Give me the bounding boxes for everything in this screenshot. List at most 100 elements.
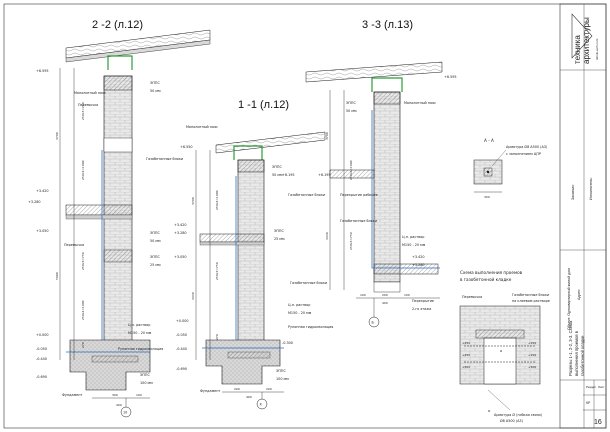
svg-text:А - А: А - А [484, 138, 494, 143]
svg-text:3430: 3430 [191, 292, 195, 300]
svg-text:+3.280: +3.280 [28, 200, 41, 204]
svg-text:Объект: Одноквартирный жилой д: Объект: Одноквартирный жилой дом [567, 268, 571, 330]
svg-text:+6.195: +6.195 [318, 173, 331, 177]
svg-text:ЭППС: ЭППС [276, 369, 286, 373]
svg-text:300: 300 [112, 393, 118, 397]
svg-text:Разрезы 1-1, 2-2, 3-3. Схема: Разрезы 1-1, 2-2, 3-3. Схема [568, 320, 573, 376]
svg-text:+3.280: +3.280 [174, 231, 187, 235]
section-2-2: 2 -2 (л.12) +6.595 +3.420 +3.280 +3.050 [28, 19, 211, 418]
svg-text:+3.420: +3.420 [174, 223, 187, 227]
svg-text:10: 10 [123, 411, 127, 415]
logo-icon [571, 13, 593, 59]
svg-text:-0.300: -0.300 [282, 341, 293, 345]
svg-text:+3.050: +3.050 [36, 229, 49, 233]
svg-text:100 мм: 100 мм [140, 381, 153, 385]
svg-text:250х3=750: 250х3=750 [81, 252, 85, 270]
svg-text:+250: +250 [528, 341, 536, 345]
svg-text:Монолитный пояс: Монолитный пояс [74, 91, 106, 95]
svg-text:-0.690: -0.690 [36, 375, 47, 379]
svg-text:КР: КР [586, 401, 591, 405]
svg-text:25 мм: 25 мм [274, 237, 285, 241]
svg-text:Перекрытие: Перекрытие [412, 299, 434, 303]
svg-text:Ц.п. раствор: Ц.п. раствор [288, 303, 310, 307]
foundation-2-2 [69, 339, 151, 391]
svg-text:Рулонная гидроизоляция: Рулонная гидроизоляция [288, 325, 333, 329]
svg-text:с заполнением ЦПР: с заполнением ЦПР [506, 152, 541, 156]
svg-text:+3.280: +3.280 [412, 263, 425, 267]
svg-text:400: 400 [382, 301, 388, 305]
svg-text:250х4=1000: 250х4=1000 [349, 160, 353, 180]
svg-text:ЭППС: ЭППС [150, 231, 160, 235]
svg-text:250х3=750: 250х3=750 [349, 232, 353, 250]
section-3-3-title: 3 -3 (л.13) [362, 19, 413, 31]
wall-2-2 [103, 75, 133, 367]
svg-text:Лист: Лист [598, 385, 605, 389]
svg-text:ЭППС: ЭППС [140, 373, 150, 377]
svg-text:+250: +250 [462, 341, 470, 345]
svg-text:-0.050: -0.050 [176, 333, 187, 337]
svg-text:архитектуры: архитектуры [582, 17, 591, 64]
eave-flashing-icon [233, 145, 263, 160]
svg-text:М150 - 20 мм: М150 - 20 мм [402, 243, 426, 247]
svg-text:+6.195: +6.195 [282, 173, 295, 177]
svg-text:выполнения проемов в: выполнения проемов в [574, 330, 579, 376]
floor-slab-2-2 [65, 204, 133, 216]
svg-text:250х4=1000: 250х4=1000 [215, 190, 219, 210]
svg-text:3430: 3430 [325, 232, 329, 240]
svg-text:250х4=1000: 250х4=1000 [81, 160, 85, 180]
svg-text:400: 400 [246, 395, 252, 399]
svg-text:3700: 3700 [55, 132, 59, 140]
svg-text:+250: +250 [462, 353, 470, 357]
svg-text:+3.050: +3.050 [174, 255, 187, 259]
svg-text:газобетонной кладке: газобетонной кладке [580, 335, 585, 376]
section-1-1-title: 1 -1 (л.12) [238, 99, 289, 111]
svg-text:Ц.п. раствор: Ц.п. раствор [402, 235, 424, 239]
svg-text:Перемычка: Перемычка [462, 295, 482, 299]
svg-text:Перемычка: Перемычка [64, 243, 84, 247]
svg-text:Арматура Ø (гибкая связи): Арматура Ø (гибкая связи) [494, 412, 543, 417]
roof-1-1 [215, 131, 326, 154]
svg-text:Арматура Ø8 А500 (А3): Арматура Ø8 А500 (А3) [506, 144, 548, 149]
svg-text:Газобетонные блоки: Газобетонные блоки [288, 193, 325, 197]
svg-text:Фундамент: Фундамент [200, 389, 220, 393]
svg-text:в газобетонной кладке: в газобетонной кладке [460, 277, 512, 282]
rebar-icon [486, 170, 490, 174]
wall-3-3 [373, 91, 401, 283]
svg-text:+6.595: +6.595 [444, 75, 457, 79]
svg-text:ЭППС: ЭППС [274, 229, 284, 233]
lintel [475, 329, 525, 339]
svg-text:100: 100 [360, 293, 366, 297]
svg-text:Газобетонные блоки: Газобетонные блоки [146, 157, 183, 161]
svg-text:250х3=750: 250х3=750 [81, 102, 85, 120]
svg-text:-0.440: -0.440 [36, 357, 47, 361]
svg-text:М150 - 20 мм: М150 - 20 мм [288, 311, 312, 315]
svg-text:Перекрытие рабочее: Перекрытие рабочее [340, 193, 378, 197]
svg-text:50 мм: 50 мм [346, 109, 357, 113]
svg-text:250х3=750: 250х3=750 [215, 262, 219, 280]
svg-text:Заказчик:: Заказчик: [571, 184, 575, 200]
svg-text:+0.000: +0.000 [36, 333, 49, 337]
svg-text:50 мм: 50 мм [150, 239, 161, 243]
axis-marker-10 [120, 406, 132, 418]
svg-text:16: 16 [594, 419, 602, 426]
title-block: техника архитектуры tehnik-arch.com Зака… [559, 3, 607, 429]
svg-text:Х: Х [260, 403, 263, 407]
svg-text:Монолитный пояс: Монолитный пояс [186, 125, 218, 129]
svg-text:+6.595: +6.595 [36, 69, 49, 73]
svg-text:400: 400 [116, 403, 122, 407]
levels-3-3: +6.595 +6.195 +3.420 +3.280 [318, 75, 457, 267]
svg-text:270: 270 [215, 334, 219, 340]
svg-text:200: 200 [266, 387, 272, 391]
svg-text:Ц.п. раствор: Ц.п. раствор [128, 323, 150, 327]
svg-text:2-го этажа: 2-го этажа [412, 307, 431, 311]
section-1-1: 1 -1 (л.12) +6.550 +6.195 +3.420 +3.280 … [174, 99, 333, 410]
svg-text:-0.440: -0.440 [176, 347, 187, 351]
axis-marker-b [368, 316, 380, 328]
opening-scheme: Схема выполнения проемов в газобетонной … [459, 270, 550, 423]
svg-text:Газобетонные блоки: Газобетонные блоки [512, 293, 549, 297]
svg-text:+6.550: +6.550 [180, 145, 193, 149]
floor-slab-1-1 [199, 233, 265, 243]
svg-text:Газобетонные блоки: Газобетонные блоки [340, 219, 377, 223]
svg-text:300: 300 [484, 195, 490, 199]
